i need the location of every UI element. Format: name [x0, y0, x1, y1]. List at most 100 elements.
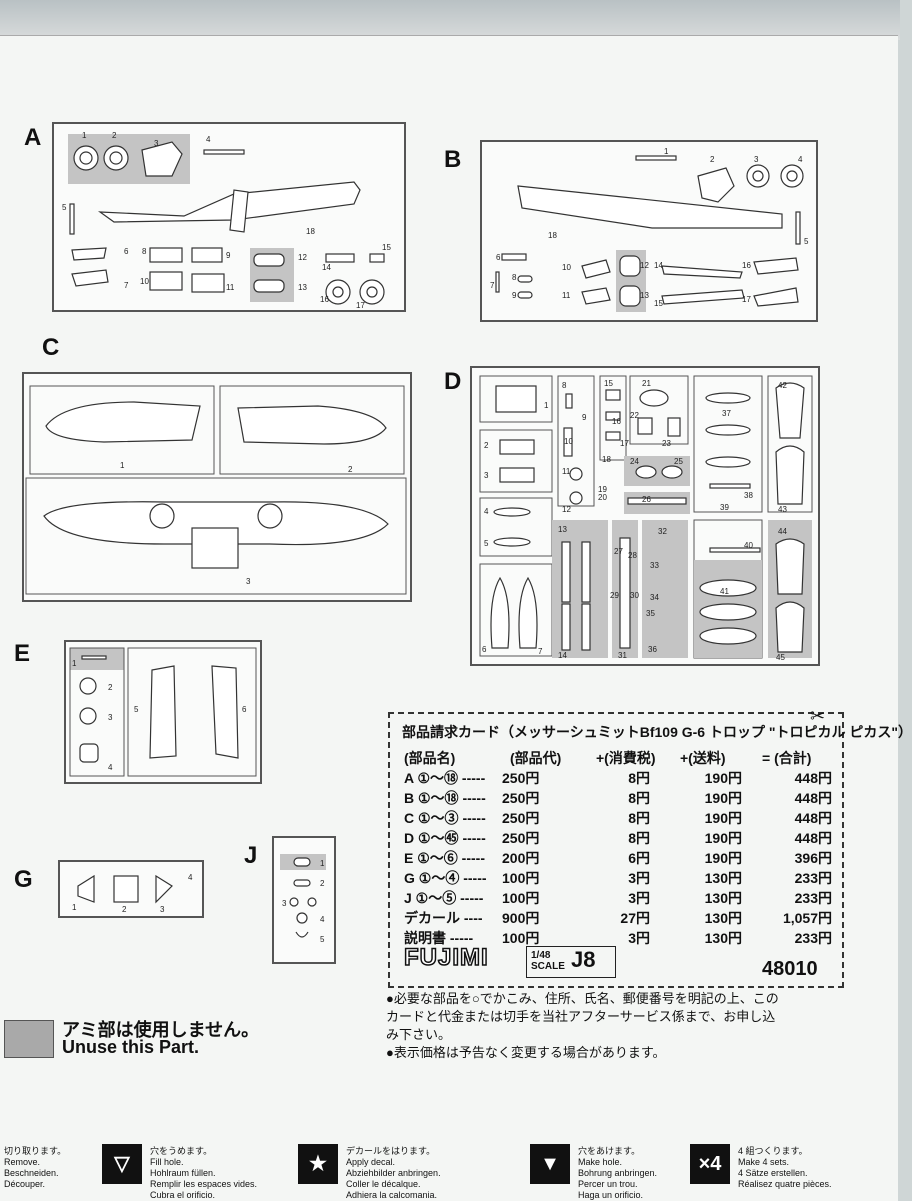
svg-text:2: 2 [320, 879, 325, 888]
svg-text:29: 29 [610, 591, 619, 600]
svg-text:8: 8 [142, 247, 147, 256]
shipping-cell: 130円 [704, 890, 742, 906]
legend-unused-en: Unuse this Part. [62, 1037, 200, 1057]
svg-text:39: 39 [720, 503, 729, 512]
svg-text:9: 9 [226, 251, 231, 260]
svg-text:19: 19 [598, 485, 607, 494]
part-price-cell: 200円 [502, 850, 540, 866]
svg-text:41: 41 [720, 587, 729, 596]
part-price-cell: 250円 [502, 810, 540, 826]
shipping-cell: 190円 [704, 790, 742, 806]
svg-text:37: 37 [722, 409, 731, 418]
svg-text:6: 6 [124, 247, 129, 256]
svg-text:11: 11 [562, 291, 571, 300]
svg-text:3: 3 [282, 899, 287, 908]
part-name-cell: J ①〜⑤ ----- [404, 890, 484, 906]
svg-text:10: 10 [140, 277, 149, 286]
header-total: = (合計) [762, 750, 812, 766]
svg-text:9: 9 [512, 291, 517, 300]
tax-cell: 8円 [628, 770, 650, 786]
header-tax: +(消費税) [596, 750, 656, 766]
symbol-make-hole: 穴をあけます。 Make hole. Bohrung anbringen. Pe… [578, 1146, 657, 1201]
svg-text:7: 7 [124, 281, 129, 290]
svg-text:2: 2 [348, 465, 353, 474]
svg-text:8: 8 [512, 273, 517, 282]
scale-ratio: 1/48 [531, 950, 551, 961]
part-name-cell: A ①〜⑱ ----- [404, 770, 486, 786]
svg-text:2: 2 [112, 131, 117, 140]
svg-text:1: 1 [320, 859, 325, 868]
svg-text:4: 4 [320, 915, 325, 924]
drill-hole-icon: ▼ [530, 1144, 570, 1184]
header-part-price: (部品代) [510, 750, 562, 766]
total-cell: 448円 [794, 790, 832, 806]
symbol-text-line: 4 組つくります。 [738, 1146, 808, 1156]
symbol-text-line: Adhiera la calcomania. [346, 1190, 438, 1200]
svg-text:38: 38 [744, 491, 753, 500]
symbol-text-line: Beschneiden. [4, 1168, 59, 1178]
svg-text:18: 18 [602, 455, 611, 464]
total-cell: 448円 [794, 810, 832, 826]
svg-text:17: 17 [620, 439, 629, 448]
tax-cell: 27円 [620, 910, 650, 926]
svg-text:1: 1 [664, 147, 669, 156]
part-name-cell: B ①〜⑱ ----- [404, 790, 486, 806]
svg-text:4: 4 [484, 507, 489, 516]
symbol-text-line: Hohlraum füllen. [150, 1168, 216, 1178]
fill-hole-icon: ▽ [102, 1144, 142, 1184]
svg-text:1: 1 [544, 401, 549, 410]
note-line: カードと代金または切手を当社アフターサービス係まで、お申し込 [386, 1009, 776, 1024]
unused-part-swatch [4, 1020, 54, 1058]
part-price-cell: 100円 [502, 930, 540, 946]
symbol-make-four-sets: 4 組つくります。 Make 4 sets. 4 Sätze erstellen… [738, 1146, 832, 1190]
symbol-legend: 切り取ります。 Remove. Beschneiden. Découper. ▽… [0, 1140, 900, 1200]
background-sheet [0, 0, 900, 40]
svg-text:16: 16 [612, 417, 621, 426]
part-name-cell: デカール ---- [404, 910, 483, 926]
symbol-text-line: Make 4 sets. [738, 1157, 790, 1167]
svg-text:11: 11 [562, 467, 571, 476]
scale-word: SCALE [531, 961, 565, 972]
tax-cell: 8円 [628, 810, 650, 826]
svg-text:26: 26 [642, 495, 651, 504]
symbol-apply-decal: デカールをはります。 Apply decal. Abziehbilder anb… [346, 1146, 441, 1201]
symbol-fill-hole: 穴をうめます。 Fill hole. Hohlraum füllen. Remp… [150, 1146, 257, 1201]
svg-text:27: 27 [614, 547, 623, 556]
symbol-text-line: Réalisez quatre pièces. [738, 1179, 832, 1189]
part-name-cell: D ①〜㊺ ----- [404, 830, 486, 846]
part-name-cell: 説明書 ----- [404, 930, 474, 946]
part-price-cell: 250円 [502, 770, 540, 786]
total-cell: 233円 [794, 870, 832, 886]
symbol-text-line: Remove. [4, 1157, 41, 1167]
svg-text:13: 13 [298, 283, 307, 292]
tax-cell: 3円 [628, 890, 650, 906]
model-number: 48010 [762, 958, 818, 980]
sprue-label-d: D [444, 368, 462, 395]
symbol-text-line: デカールをはります。 [346, 1146, 436, 1156]
svg-text:11: 11 [226, 283, 235, 292]
svg-text:31: 31 [618, 651, 627, 660]
svg-text:20: 20 [598, 493, 607, 502]
svg-text:10: 10 [564, 437, 573, 446]
svg-text:3: 3 [246, 577, 251, 586]
symbol-text-line: Apply decal. [346, 1157, 396, 1167]
svg-text:18: 18 [306, 227, 315, 236]
header-shipping: +(送料) [680, 750, 726, 766]
total-cell: 448円 [794, 770, 832, 786]
svg-text:2: 2 [710, 155, 715, 164]
svg-text:45: 45 [776, 653, 785, 662]
symbol-text-line: 4 Sätze erstellen. [738, 1168, 808, 1178]
svg-text:5: 5 [62, 203, 67, 212]
svg-text:3: 3 [154, 139, 159, 148]
